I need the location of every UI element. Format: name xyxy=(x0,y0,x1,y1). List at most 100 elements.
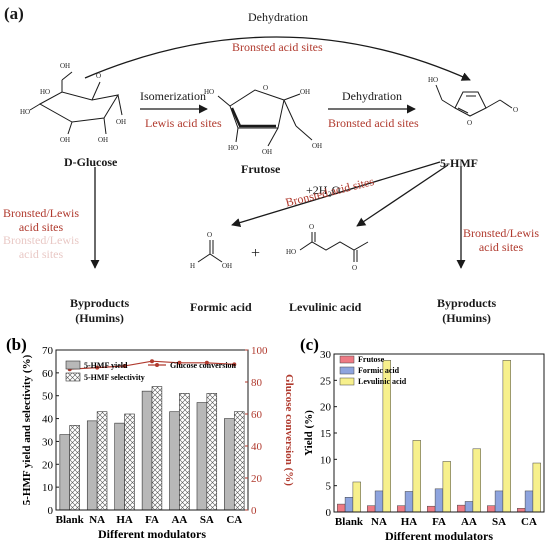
svg-text:O: O xyxy=(513,106,518,114)
svg-text:HO: HO xyxy=(204,88,214,96)
bar-levulinic-acid xyxy=(442,461,451,513)
bar-frutose xyxy=(517,508,526,513)
bar-formic-acid xyxy=(374,490,384,513)
bar-formic-acid xyxy=(524,490,534,513)
y-tick-label: 60 xyxy=(42,368,54,380)
legend-label-hmf-selectivity: 5-HMF selectivity xyxy=(84,373,145,382)
top-dehydration-label: Dehydration xyxy=(248,10,308,24)
y2-tick-label: 0 xyxy=(251,505,257,517)
x-tick-label: SA xyxy=(200,514,214,526)
bar-hmf-selectivity xyxy=(124,413,135,511)
y2-axis-title: Glucose conversion (%) xyxy=(283,374,295,486)
svg-text:O: O xyxy=(207,231,212,239)
glucose-oh-labels: OH O HO HO OH OH OH xyxy=(20,62,126,144)
x-tick-label: FA xyxy=(432,516,446,528)
bar-levulinic-acid xyxy=(532,462,541,513)
bar-frutose xyxy=(397,505,406,513)
y-tick-label: 20 xyxy=(320,402,332,414)
byproducts-left-name: Byproducts (Humins) xyxy=(70,296,130,325)
svg-text:HO: HO xyxy=(286,248,296,256)
top-bronsted-label: Bronsted acid sites xyxy=(232,40,323,54)
x-tick-label: AA xyxy=(171,514,187,526)
left-side-sites-faded: Bronsted/Lewis acid sites xyxy=(3,233,79,261)
svg-text:O: O xyxy=(309,223,314,231)
y2-tick-label: 60 xyxy=(251,409,263,421)
water-label: +2H₂O xyxy=(306,183,341,197)
bar-hmf-yield xyxy=(114,422,125,511)
svg-text:H: H xyxy=(190,262,195,270)
y-tick-label: 25 xyxy=(320,375,332,387)
frutose-structure xyxy=(217,89,313,147)
panel-c-label: (c) xyxy=(300,335,319,354)
bar-hmf-yield xyxy=(86,420,98,511)
bar-formic-acid xyxy=(494,490,504,513)
y-tick-label: 0 xyxy=(48,505,54,517)
legend-label-formic-acid: Formic acid xyxy=(358,366,400,375)
svg-text:HO: HO xyxy=(40,88,50,96)
point-glucose-conversion xyxy=(177,360,182,365)
y-tick-label: 0 xyxy=(326,507,332,519)
x-tick-label: CA xyxy=(521,516,537,528)
formic-structure xyxy=(197,240,223,263)
bar-hmf-yield xyxy=(169,411,180,511)
x-tick-label: FA xyxy=(145,514,159,526)
legend-swatch-levulinic-acid xyxy=(339,377,355,386)
x-tick-label: SA xyxy=(492,516,506,528)
frutose-oh-labels: HO O OH HO OH OH xyxy=(204,84,322,156)
reaction-scheme-panel: OH O HO HO OH OH OH HO O xyxy=(3,4,539,325)
x-tick-label: Blank xyxy=(335,516,364,528)
bar-hmf-selectivity xyxy=(69,425,80,511)
bar-formic-acid xyxy=(434,488,444,513)
glucose-structure xyxy=(29,71,123,135)
svg-text:HO: HO xyxy=(428,76,438,84)
chart-b-frame xyxy=(55,349,249,511)
dehydration-label: Dehydration xyxy=(342,89,402,103)
point-glucose-conversion xyxy=(232,362,237,367)
y-tick-label: 40 xyxy=(42,414,54,426)
bar-hmf-yield xyxy=(141,390,153,511)
hmf-atom-labels: HO O O xyxy=(428,76,518,127)
bar-hmf-yield xyxy=(59,434,71,511)
isomerization-label: Isomerization xyxy=(140,89,206,103)
point-glucose-conversion xyxy=(204,360,209,365)
legend-point-glucose-conversion xyxy=(155,363,159,367)
point-glucose-conversion xyxy=(122,364,127,368)
svg-text:OH: OH xyxy=(262,148,272,156)
legend-swatch-hmf-yield xyxy=(65,360,81,370)
bar-levulinic-acid xyxy=(502,360,511,513)
reaction-scheme-svg: OH O HO HO OH OH OH HO O xyxy=(20,36,518,272)
panel-b-label: (b) xyxy=(6,335,27,354)
legend-label-levulinic-acid: Levulinic acid xyxy=(358,377,407,386)
lewis-acid-label: Lewis acid sites xyxy=(145,116,222,130)
y2-tick-label: 20 xyxy=(251,473,263,485)
svg-text:OH: OH xyxy=(300,88,310,96)
bar-hmf-selectivity xyxy=(96,411,108,511)
bar-frutose xyxy=(367,505,376,513)
left-side-sites-label: Bronsted/Lewis acid sites xyxy=(3,206,79,234)
x-tick-label: HA xyxy=(401,516,418,528)
y-tick-label: 15 xyxy=(320,428,332,440)
right-side-sites-label: Bronsted/Lewis acid sites xyxy=(463,226,539,254)
svg-text:O: O xyxy=(96,72,101,80)
hmf-formic-arrow xyxy=(231,161,441,227)
levulinic-atom-labels: HO O O xyxy=(286,223,357,272)
svg-text:O: O xyxy=(263,84,268,92)
y-tick-label: 20 xyxy=(42,459,54,471)
hmf-levulinic-arrow xyxy=(356,164,449,227)
bar-hmf-selectivity xyxy=(151,386,163,511)
svg-text:OH: OH xyxy=(98,136,108,144)
bar-hmf-selectivity xyxy=(233,411,245,511)
levulinic-structure xyxy=(299,232,369,262)
bar-frutose xyxy=(487,505,496,513)
svg-text:OH: OH xyxy=(116,118,126,126)
bar-formic-acid xyxy=(404,491,414,513)
y-tick-label: 10 xyxy=(42,482,54,494)
x-tick-label: HA xyxy=(116,514,133,526)
bronsted-label: Bronsted acid sites xyxy=(328,116,419,130)
point-glucose-conversion xyxy=(95,365,100,370)
y-tick-label: 30 xyxy=(320,349,332,361)
